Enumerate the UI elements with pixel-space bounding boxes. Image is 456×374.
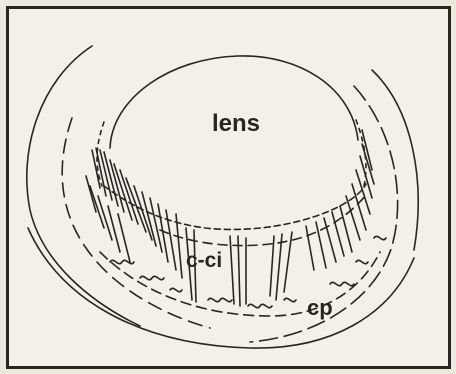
label-c-ci: c-ci xyxy=(186,250,222,271)
ciliary-processes xyxy=(110,236,386,307)
ciliary-fibers-right xyxy=(306,130,374,270)
outer-arc-left xyxy=(27,46,140,326)
outer-arc-left-dashed xyxy=(62,118,210,328)
label-cp: cp xyxy=(307,297,333,319)
outer-arc-bottom xyxy=(28,228,414,348)
ciliary-fibers-left xyxy=(86,148,182,278)
lens-lower-boundary-2 xyxy=(160,195,366,246)
outer-arc-right xyxy=(372,70,418,250)
label-lens: lens xyxy=(212,112,260,136)
